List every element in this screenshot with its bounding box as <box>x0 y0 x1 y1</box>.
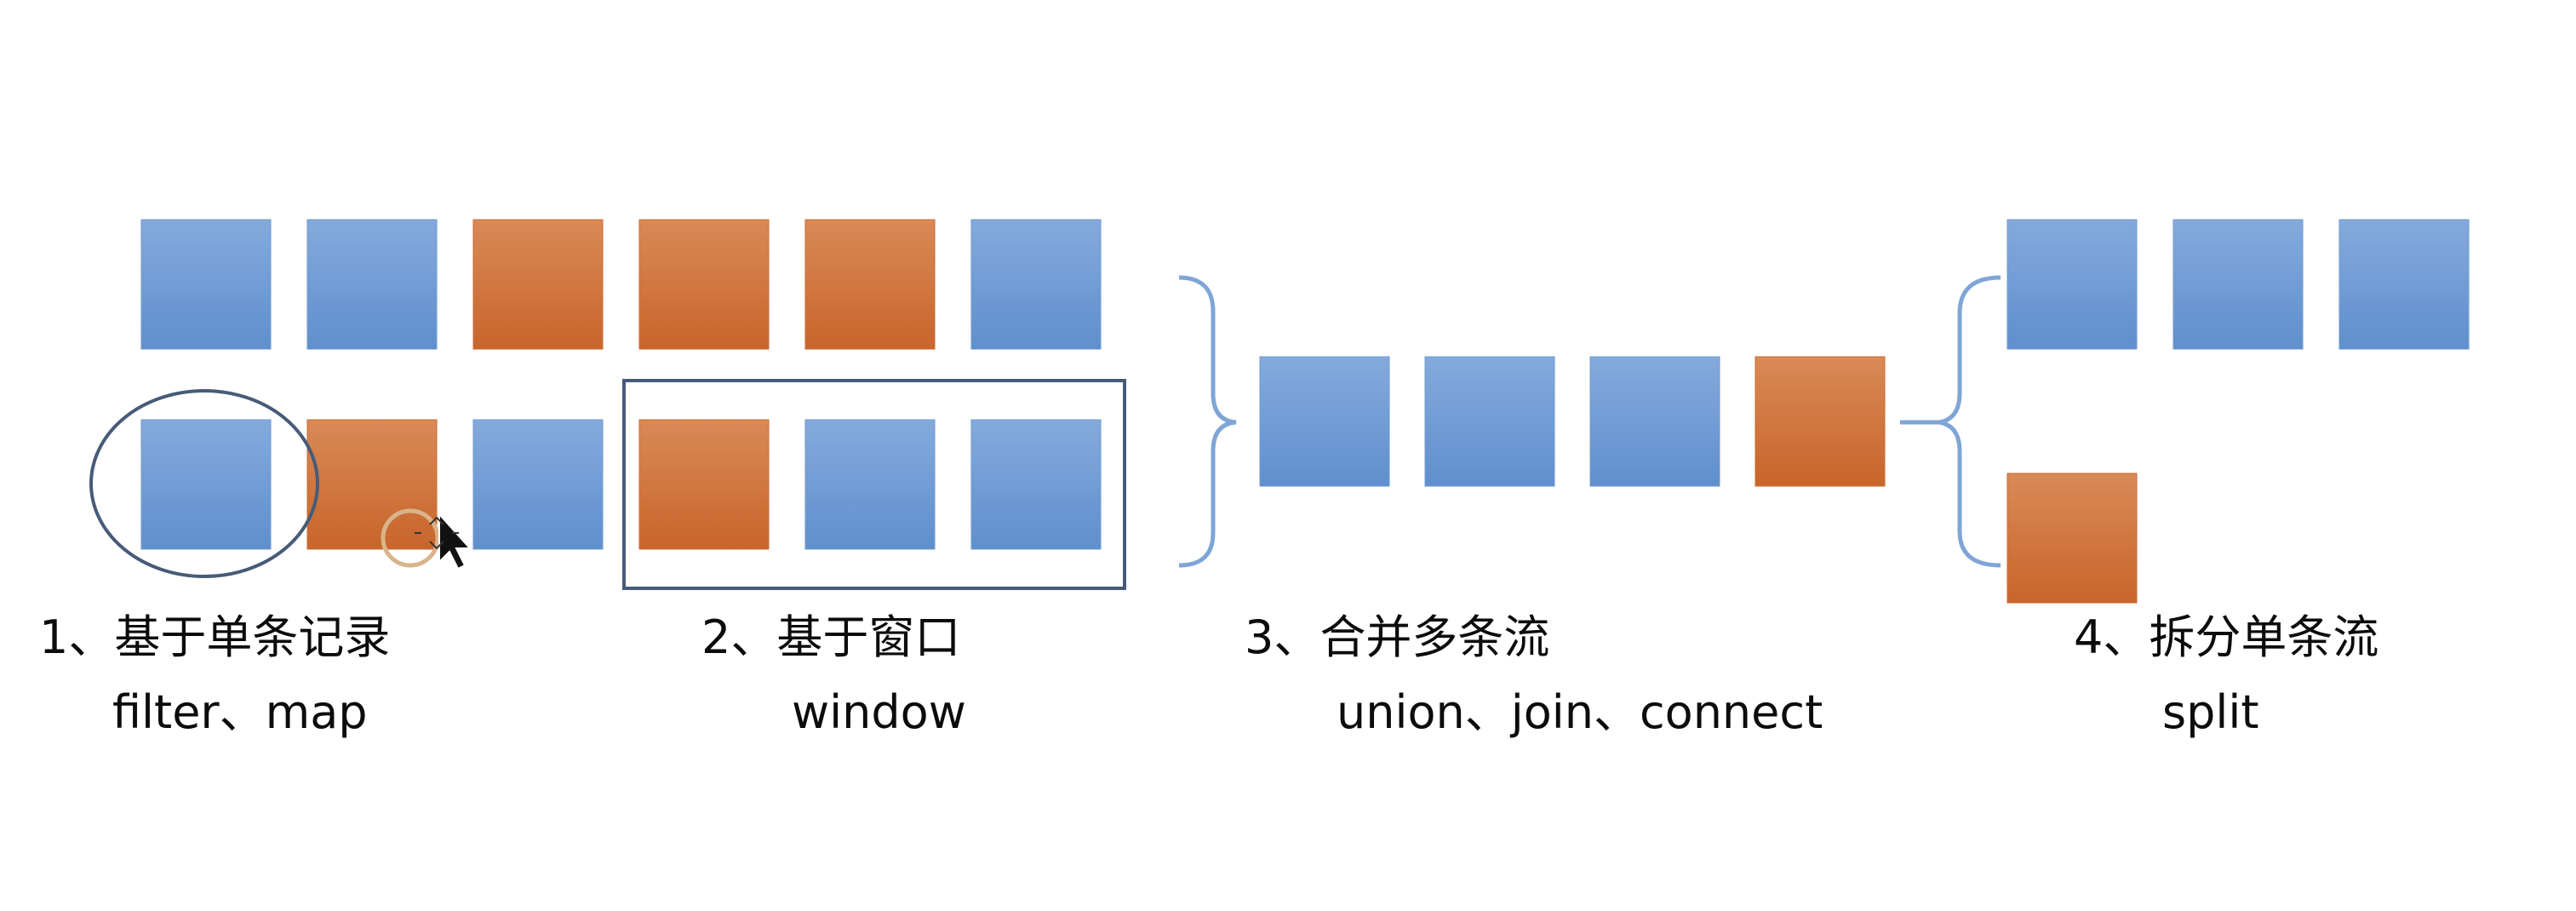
stream-2-block-orange <box>638 419 770 550</box>
stream-2-block-blue <box>970 419 1102 550</box>
stream-1-block-orange <box>804 219 936 350</box>
stream-blocks <box>140 219 2470 604</box>
stream-2-block-blue <box>140 419 272 550</box>
caption-single-record-subtitle: filter、map <box>112 685 368 739</box>
caption-window-title: 2、基于窗口 <box>701 610 961 664</box>
caption-merge-title: 3、合并多条流 <box>1245 610 1550 664</box>
window-frame <box>622 379 1126 590</box>
mouse-pointer-icon <box>381 508 472 570</box>
stream-2-block-orange <box>306 419 438 550</box>
merged-stream-block-blue <box>1589 356 1720 487</box>
stream-1-block-orange <box>638 219 770 350</box>
merge-bracket <box>1178 275 1237 568</box>
caption-merge-subtitle: union、join、connect <box>1337 685 1823 739</box>
caption-split-subtitle: split <box>2162 685 2259 739</box>
caption-single-record-title: 1、基于单条记录 <box>39 610 391 664</box>
caption-window-subtitle: window <box>792 685 966 739</box>
stream-1-block-blue <box>970 219 1102 350</box>
merged-stream-block-blue <box>1424 356 1555 487</box>
single-record-highlight <box>89 389 319 578</box>
split-bracket <box>1938 275 2001 568</box>
caption-split-title: 4、拆分单条流 <box>2074 610 2379 664</box>
stream-1-block-blue <box>306 219 438 350</box>
split-stream-blue-block-blue <box>2006 219 2138 350</box>
stream-1-block-blue <box>140 219 272 350</box>
split-stream-orange-block-orange <box>2006 473 2138 604</box>
split-stream-blue-block-blue <box>2338 219 2470 350</box>
stream-2-block-blue <box>804 419 936 550</box>
stream-2-block-blue <box>472 419 604 550</box>
split-stream-blue-block-blue <box>2172 219 2304 350</box>
merged-stream-block-blue <box>1259 356 1390 487</box>
merged-stream-block-orange <box>1755 356 1886 487</box>
stream-1-block-orange <box>472 219 604 350</box>
